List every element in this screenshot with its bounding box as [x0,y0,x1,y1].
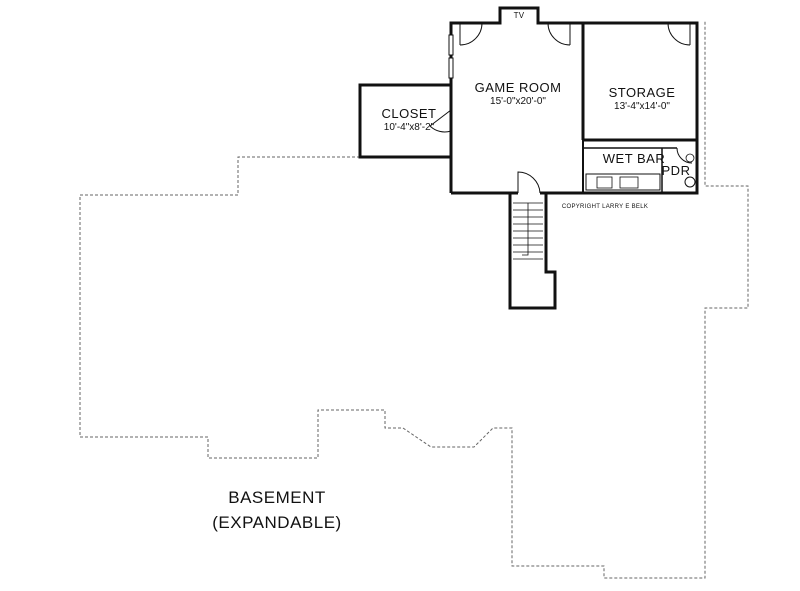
storage-name: STORAGE [609,85,676,100]
stair-door [517,171,541,194]
window [448,34,454,56]
window [448,57,454,79]
basement-outline [79,20,749,579]
storage-dims: 13'-4"x14'-0" [614,101,670,112]
game-room-door-left [459,22,483,46]
game-room-dims: 15'-0"x20'-0" [490,96,546,107]
toilet [684,176,696,188]
closet-name: CLOSET [381,106,436,121]
wet-bar-counter [585,173,661,191]
closet-walls [358,83,453,159]
wet-bar-sink [596,176,613,189]
storage-door [667,22,691,46]
closet-door [429,109,452,133]
powder-door [676,147,693,164]
wet-bar-sink-2 [619,176,639,189]
copyright-note: COPYRIGHT LARRY E BELK [562,204,648,210]
powder-sink [685,153,695,163]
stair-arrow [522,203,529,256]
tv-label: TV [514,11,525,20]
closet-dims: 10'-4"x8'-2" [384,122,435,133]
basement-note: (EXPANDABLE) [212,513,341,532]
powder-name: PDR [662,163,691,178]
game-room-door-right [547,22,571,46]
basement-name: BASEMENT [228,488,326,507]
stair-walls [508,193,557,310]
game-room-walls [449,6,699,195]
game-room-name: GAME ROOM [475,80,562,95]
wet-bar-name: WET BAR [603,151,666,166]
